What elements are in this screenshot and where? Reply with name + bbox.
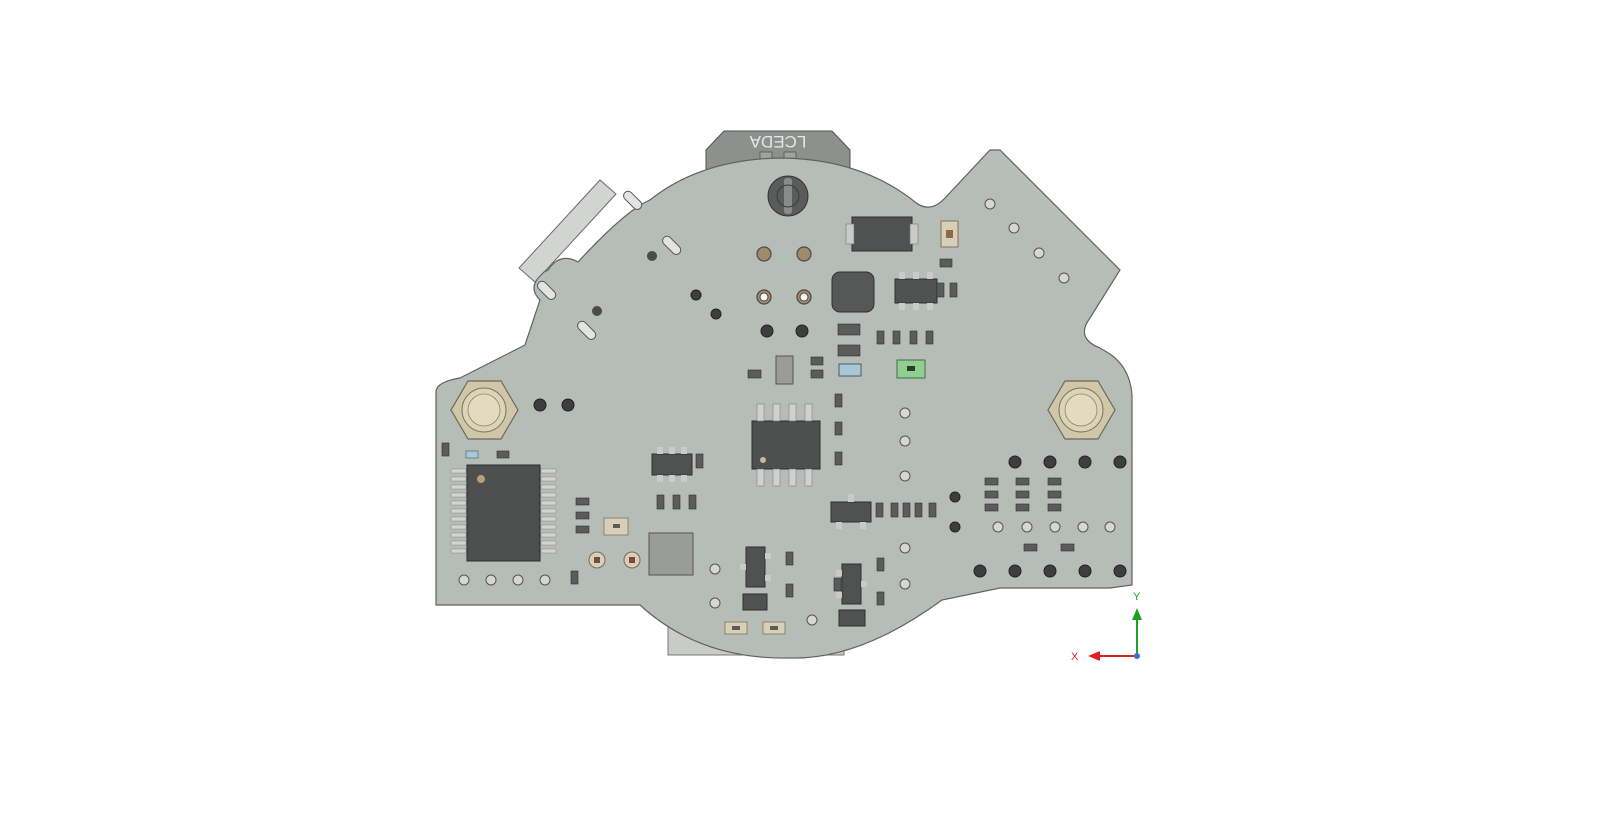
mounting-standoff-left bbox=[450, 380, 519, 440]
diode-top bbox=[845, 216, 919, 252]
silkscreen-label: LCEDA bbox=[749, 132, 806, 151]
through-hole-pads bbox=[458, 198, 1127, 626]
sot-vertical-2 bbox=[836, 563, 867, 605]
small-module bbox=[775, 355, 794, 385]
slot-pads bbox=[537, 190, 682, 340]
sot-small-1 bbox=[742, 593, 768, 611]
blue-resistor bbox=[838, 363, 862, 377]
blue-resistor-2 bbox=[465, 450, 479, 459]
sot-vertical-1 bbox=[740, 546, 771, 588]
square-module bbox=[648, 532, 694, 576]
sot23-6-ic bbox=[894, 272, 938, 310]
sot223-ic bbox=[830, 494, 872, 529]
inductor bbox=[831, 271, 875, 313]
round-component bbox=[767, 175, 809, 217]
capacitor-mark bbox=[946, 230, 953, 238]
axis-y-label: Y bbox=[1133, 591, 1141, 603]
smd-passives bbox=[441, 258, 1075, 606]
axis-gizmo bbox=[1088, 608, 1142, 661]
led bbox=[896, 359, 926, 379]
tssop-ic bbox=[450, 464, 557, 562]
side-connector bbox=[518, 179, 617, 283]
mounting-standoff-right bbox=[1047, 380, 1116, 440]
axis-x-label: X bbox=[1071, 651, 1079, 663]
soic8-ic bbox=[751, 403, 821, 487]
beige-cap-marks bbox=[613, 524, 778, 630]
sot-small-2 bbox=[838, 609, 866, 627]
sot23-ic-left bbox=[651, 447, 693, 482]
